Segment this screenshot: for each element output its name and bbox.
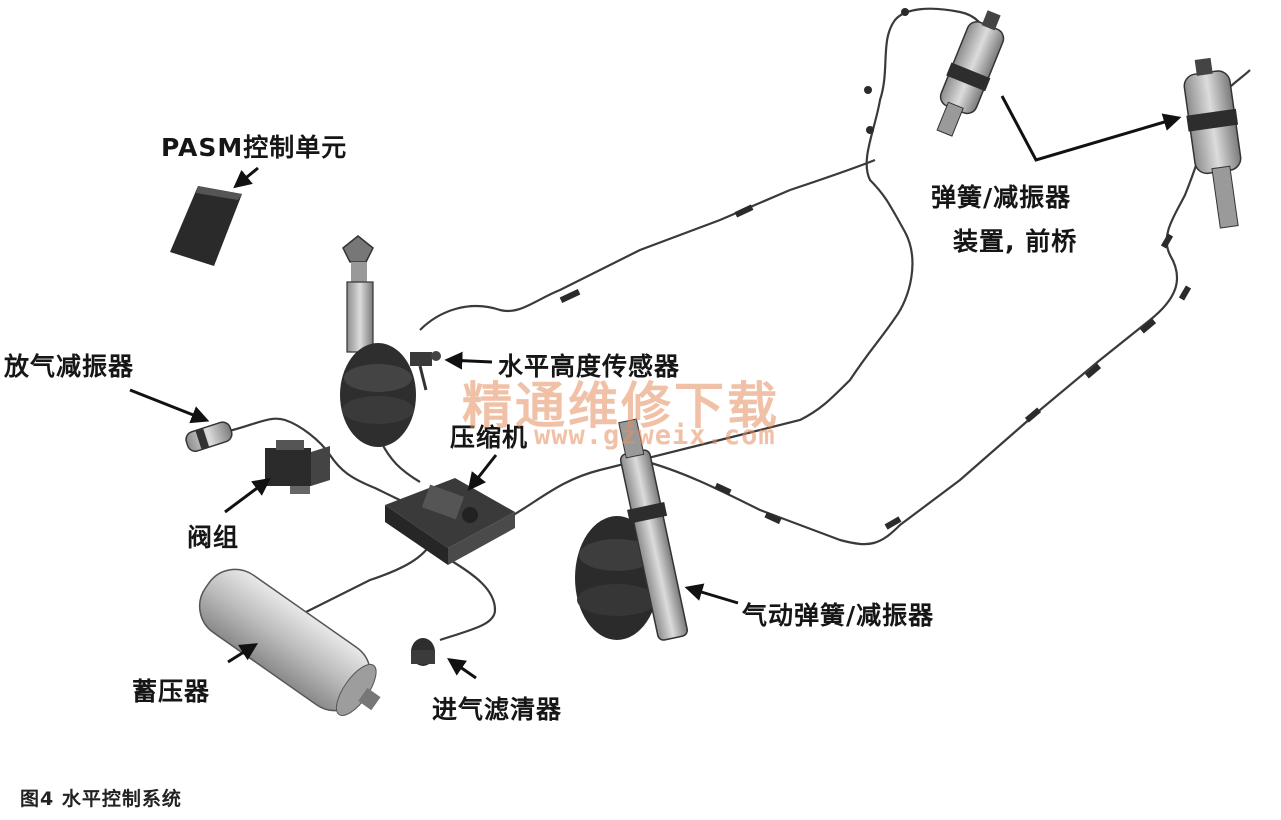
label-level-sensor: 水平高度传感器: [498, 352, 681, 381]
front-right-strut: [1183, 57, 1242, 229]
intake-filter: [411, 638, 435, 666]
arrow-exhaust-damper: [129, 388, 210, 424]
air-line-to-front-left: [504, 7, 990, 521]
air-line-to-filter: [439, 559, 497, 642]
arrow-level-sensor: [444, 351, 493, 370]
figure-caption: 图4 水平控制系统: [20, 788, 182, 810]
exhaust-damper: [185, 421, 233, 452]
arrow-compressor: [467, 454, 498, 491]
label-front-strut-line2: 装置, 前桥: [953, 227, 1078, 256]
air-line-exhaust-damper: [224, 417, 411, 506]
compressor: [385, 478, 515, 565]
front-left-strut: [936, 10, 1005, 137]
arrow-pasm: [233, 166, 259, 189]
line-connectors: [559, 8, 1192, 530]
level-height-sensor: [410, 351, 441, 391]
label-intake-filter: 进气滤清器: [432, 695, 563, 724]
arrow-air-spring: [684, 583, 739, 605]
air-line-to-front-right: [639, 69, 1251, 546]
label-accumulator: 蓄压器: [132, 677, 211, 706]
accumulator: [198, 568, 381, 716]
label-pasm: PASM控制单元: [161, 133, 348, 162]
arrow-accumulator: [227, 643, 259, 664]
watermark-text: 精通维修下载: [462, 376, 780, 435]
pasm-control-unit: [170, 186, 242, 266]
arrow-valve-block: [224, 477, 271, 514]
air-spring-damper: [575, 418, 689, 641]
air-line-level-sensor: [379, 439, 421, 483]
callout-arrows: [129, 95, 1182, 680]
air-line-to-accumulator: [289, 544, 431, 621]
label-exhaust-damper: 放气减振器: [4, 352, 135, 381]
air-lines: [224, 7, 1251, 642]
rear-strut-left: [340, 235, 416, 447]
valve-block: [265, 440, 330, 494]
watermark-url: www.gzweix.com: [534, 420, 776, 451]
arrow-front-strut-pair: [1000, 95, 1182, 162]
arrow-intake-filter: [447, 657, 477, 680]
label-compressor: 压缩机: [450, 423, 529, 452]
label-valve-block: 阀组: [187, 523, 240, 552]
air-line-upper-run: [419, 158, 876, 331]
label-front-strut-line1: 弹簧/减振器: [931, 183, 1072, 212]
label-air-strut: 气动弹簧/减振器: [742, 601, 935, 630]
